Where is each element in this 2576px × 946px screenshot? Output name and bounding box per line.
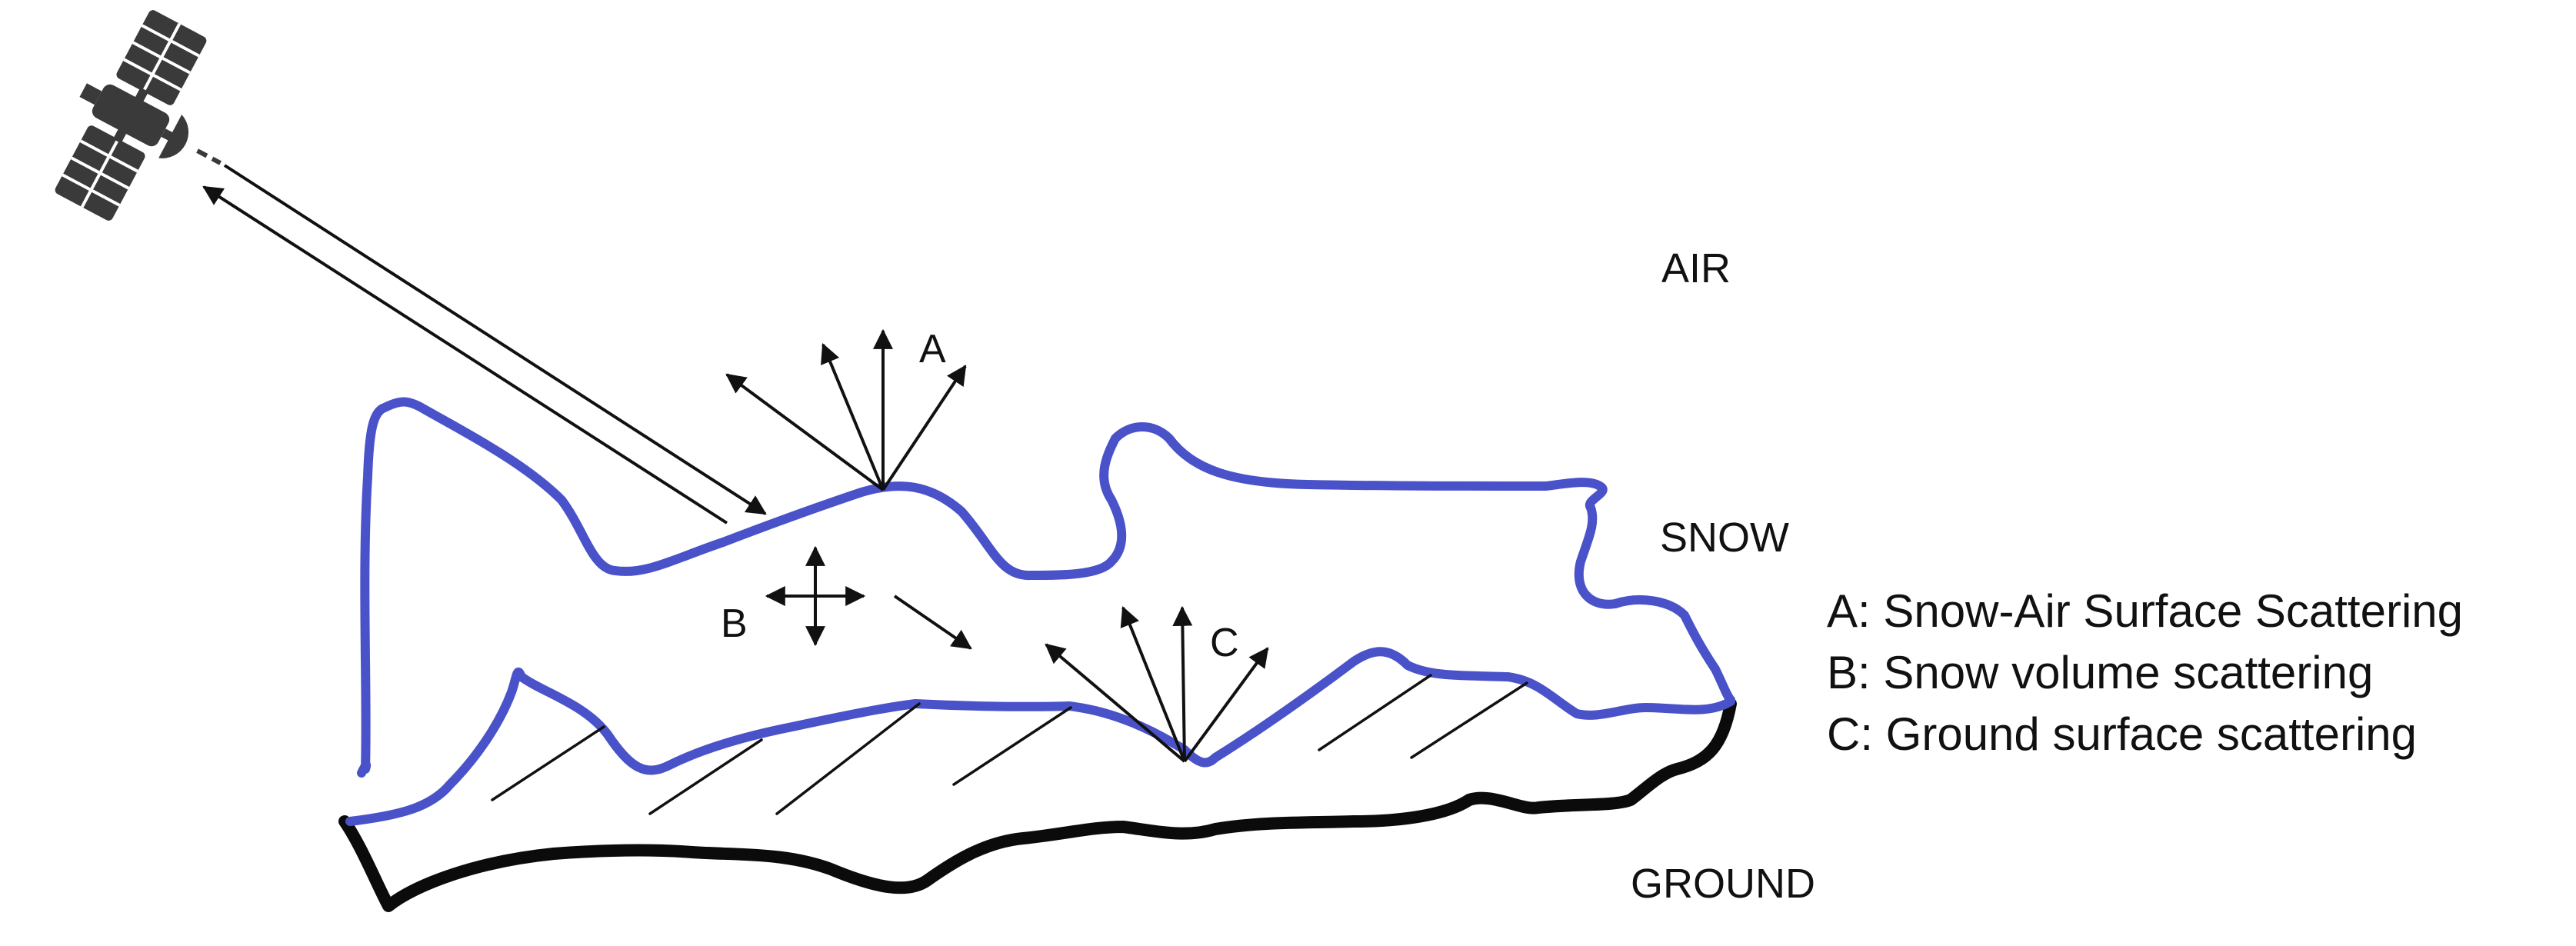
marker-b: B <box>721 601 748 646</box>
legend-item-c: C: Ground surface scattering <box>1827 708 2418 760</box>
satellite-icon <box>55 10 222 221</box>
legend-item-a: A: Snow-Air Surface Scattering <box>1827 585 2464 637</box>
marker-c: C <box>1210 621 1239 665</box>
snow-layer-label: SNOW <box>1660 515 1789 561</box>
scatter-a-arrows <box>725 328 967 491</box>
snow-ground-interface <box>345 647 1735 826</box>
snow-air-surface <box>357 397 1735 778</box>
scatter-b-arrows <box>765 545 972 650</box>
marker-a: A <box>919 327 946 371</box>
ground-layer-label: GROUND <box>1631 861 1815 907</box>
solar-panel-icon <box>116 10 207 105</box>
solar-panel-icon <box>55 125 145 221</box>
air-layer-label: AIR <box>1661 245 1731 291</box>
incident-beam-arrow <box>223 164 767 515</box>
scatter-c-arrows <box>1045 605 1269 763</box>
legend-item-b: B: Snow volume scattering <box>1827 647 2374 698</box>
reflected-beam-arrow <box>202 185 728 525</box>
ground-hatching <box>491 674 1528 815</box>
ground-outline <box>338 698 1737 912</box>
